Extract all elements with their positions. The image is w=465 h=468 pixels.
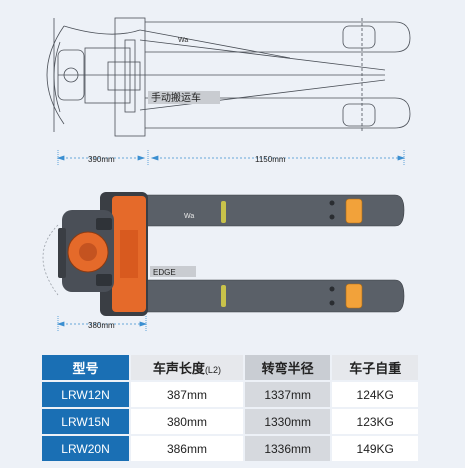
header-model: 型号 xyxy=(42,355,129,380)
edge-label: EDGE xyxy=(153,268,176,277)
fork-slot-lower xyxy=(221,285,226,307)
cell-weight: 124KG xyxy=(332,382,418,407)
wa-label-top: Wa xyxy=(178,37,188,44)
handle-grip xyxy=(58,228,66,278)
spec-table: 型号 车声长度(L2) 转弯半径 车子自重 LRW12N 387mm 1337m… xyxy=(40,353,420,463)
table-row: LRW12N 387mm 1337mm 124KG xyxy=(42,382,418,407)
edge-label-box xyxy=(150,266,196,277)
dim-bottom: 380mm xyxy=(88,321,115,330)
cell-length: 387mm xyxy=(131,382,243,407)
header-length: 车声长度(L2) xyxy=(131,355,243,380)
top-dimension xyxy=(56,150,406,166)
colored-top-view xyxy=(42,192,405,316)
cell-length: 386mm xyxy=(131,436,243,461)
roller-upper xyxy=(345,198,363,224)
cell-radius: 1330mm xyxy=(244,409,331,434)
roller-lower xyxy=(345,283,363,309)
top-outline-view xyxy=(46,17,411,137)
cell-length: 380mm xyxy=(131,409,243,434)
header-weight: 车子自重 xyxy=(332,355,418,380)
table-header-row: 型号 车声长度(L2) 转弯半径 车子自重 xyxy=(42,355,418,380)
wa-label-bottom: Wa xyxy=(184,213,194,220)
fork-upper xyxy=(139,194,405,227)
cell-model: LRW12N xyxy=(42,382,129,407)
product-name-label: 手动搬运车 xyxy=(151,91,201,104)
cell-radius: 1336mm xyxy=(244,436,331,461)
dim-left-top: 390mm xyxy=(88,155,115,164)
pallet-truck-diagram: Wa 手动搬运车 390mm 1150mm xyxy=(42,17,411,332)
cell-radius: 1337mm xyxy=(244,382,331,407)
fork-lower xyxy=(139,279,405,313)
header-radius: 转弯半径 xyxy=(244,355,331,380)
cell-model: LRW20N xyxy=(42,436,129,461)
cell-weight: 149KG xyxy=(332,436,418,461)
table-row: LRW20N 386mm 1336mm 149KG xyxy=(42,436,418,461)
cell-model: LRW15N xyxy=(42,409,129,434)
product-name-box xyxy=(148,91,220,104)
cell-weight: 123KG xyxy=(332,409,418,434)
bottom-dimension xyxy=(56,316,148,332)
fork-slot-upper xyxy=(221,201,226,223)
dim-right-top: 1150mm xyxy=(255,155,286,164)
table-row: LRW15N 380mm 1330mm 123KG xyxy=(42,409,418,434)
